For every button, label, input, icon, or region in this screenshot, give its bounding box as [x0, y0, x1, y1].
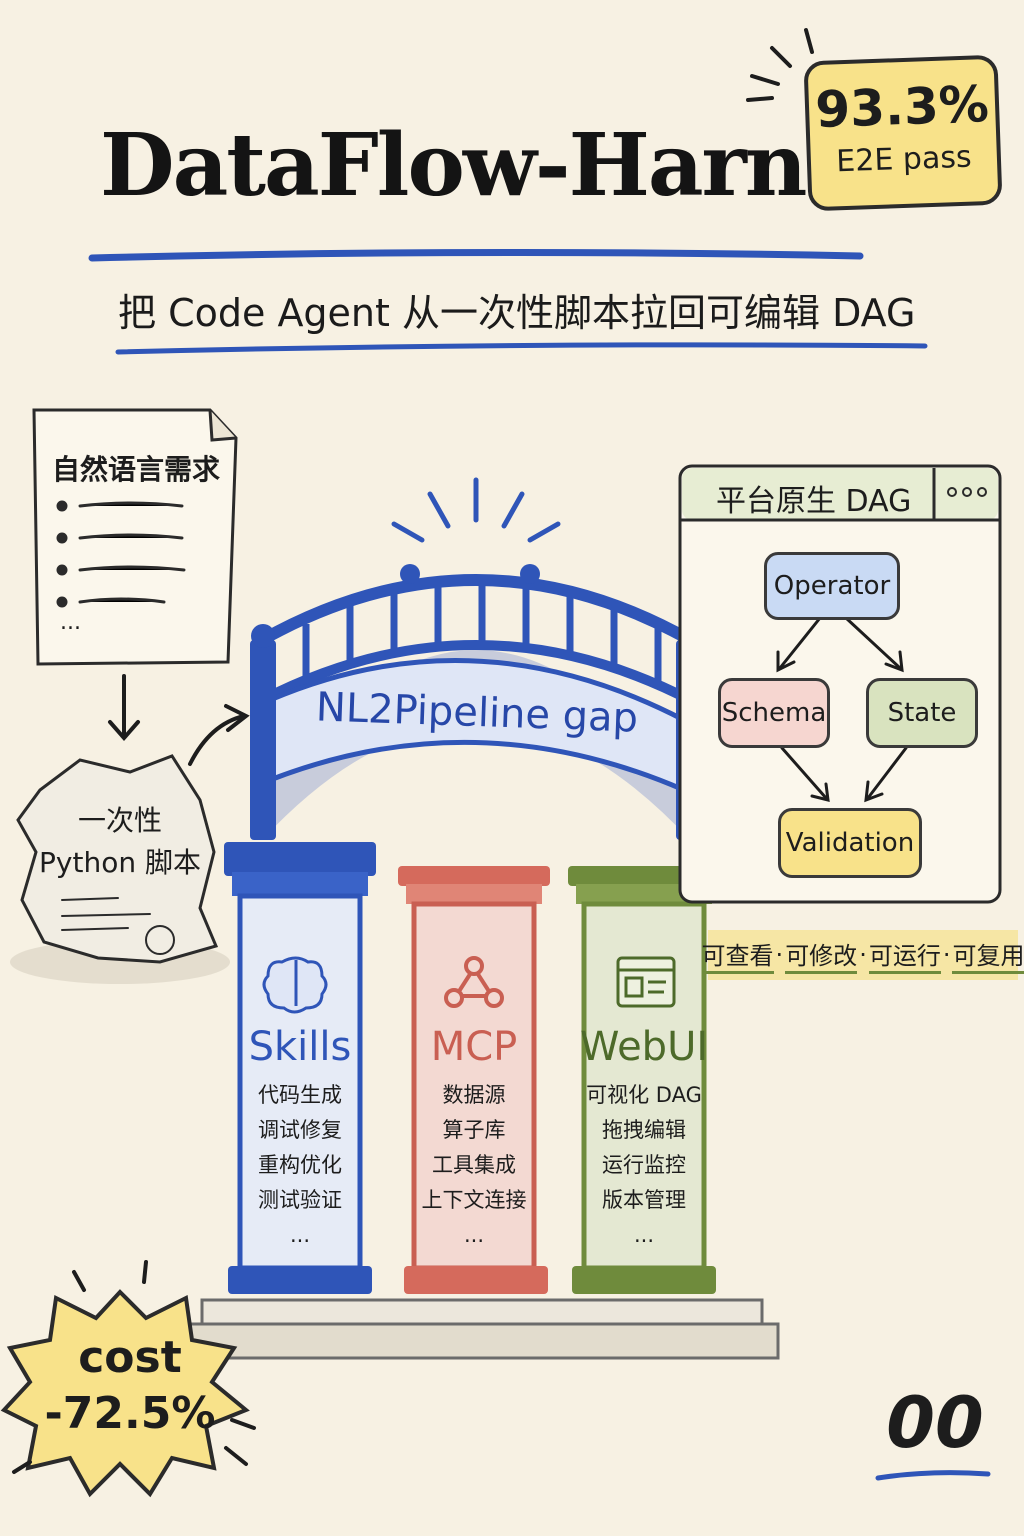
brain-icon [262, 956, 328, 1014]
pillar-skills-item: 代码生成 [258, 1083, 342, 1107]
dag-node-validation: Validation [778, 808, 922, 878]
tag-viewable: 可查看 [701, 936, 774, 974]
pillar-mcp-more: ... [463, 1223, 485, 1247]
dag-panel-title: 平台原生 DAG [716, 484, 912, 519]
tag-separator: · [942, 941, 951, 969]
tag-reusable: 可复用 [952, 936, 1024, 974]
page-number-underline [875, 1470, 991, 1481]
pillar-skills-more: ... [289, 1223, 311, 1247]
crumpled-script-icon [10, 754, 230, 984]
pillar-skills-item: 调试修复 [258, 1118, 342, 1142]
bridge-icon [250, 477, 702, 840]
page-number: 00 [886, 1382, 984, 1464]
script-rock-line2: Python 脚本 [39, 846, 201, 879]
script-rock-line1: 一次性 [77, 804, 162, 837]
capability-tags: 可查看 · 可修改 · 可运行 · 可复用 [701, 930, 1024, 980]
cost-label: cost [78, 1332, 182, 1383]
pillar-mcp-item: 上下文连接 [421, 1188, 527, 1212]
tag-editable: 可修改 [785, 936, 858, 974]
pillar-skills-item: 测试验证 [258, 1188, 342, 1212]
pillar-mcp-item: 工具集成 [432, 1153, 516, 1177]
pillar-webui-item: 可视化 DAG [586, 1083, 702, 1107]
cost-sparkle-icon [12, 1260, 256, 1474]
pillar-mcp-item: 数据源 [442, 1083, 506, 1107]
dag-node-state: State [866, 678, 978, 748]
pillar-webui-shape [568, 866, 720, 1294]
tag-separator: · [775, 941, 784, 969]
pass-rate-badge: 93.3% E2E pass [803, 54, 1003, 212]
dag-panel-frame [678, 464, 1002, 904]
subtitle-underline [115, 342, 928, 355]
pillar-webui-item: 版本管理 [602, 1188, 686, 1212]
pillar-webui-title: WebUI [579, 1024, 709, 1070]
pillar-skills-title: Skills [248, 1024, 352, 1070]
pillar-mcp-title: MCP [430, 1024, 518, 1070]
title-underline [88, 248, 864, 262]
page-subtitle: 把 Code Agent 从一次性脚本拉回可编辑 DAG [118, 291, 916, 335]
requirement-doc-title: 自然语言需求 [52, 453, 221, 486]
cost-value: -72.5% [44, 1388, 216, 1439]
pillar-webui-item: 拖拽编辑 [602, 1118, 686, 1142]
cost-burst-shape [0, 1289, 250, 1498]
pillar-mcp-items: 数据源 算子库 工具集成 上下文连接 ... [399, 1078, 549, 1253]
dag-node-operator: Operator [764, 552, 900, 620]
requirement-doc-ellipsis: ... [60, 610, 81, 635]
browser-window-icon [616, 956, 676, 1008]
pillar-webui-more: ... [633, 1223, 655, 1247]
network-icon [444, 956, 504, 1008]
dag-edges [776, 616, 908, 803]
badge-sparkle-icon [746, 28, 814, 102]
requirement-doc-icon [32, 408, 238, 666]
tag-separator: · [859, 941, 867, 969]
cost-badge: cost -72.5% [20, 1330, 240, 1442]
tag-runnable: 可运行 [868, 936, 941, 974]
pillar-base-lower [184, 1322, 780, 1360]
pillar-webui-items: 可视化 DAG 拖拽编辑 运行监控 版本管理 ... [569, 1078, 719, 1253]
window-menu-icon [947, 487, 987, 497]
pass-rate-value: 93.3% [814, 75, 990, 140]
page-title: DataFlow-Harness [100, 115, 953, 216]
pass-rate-label: E2E pass [835, 139, 973, 180]
dag-node-schema: Schema [718, 678, 830, 748]
pillar-base [200, 1298, 764, 1326]
pillar-skills-items: 代码生成 调试修复 重构优化 测试验证 ... [225, 1078, 375, 1253]
script-rock-label: 一次性 Python 脚本 [30, 800, 210, 884]
dag-panel-titlebar [682, 468, 998, 520]
pillar-skills-item: 重构优化 [258, 1153, 342, 1177]
pillar-mcp-item: 算子库 [442, 1118, 506, 1142]
pillar-webui-item: 运行监控 [602, 1153, 686, 1177]
